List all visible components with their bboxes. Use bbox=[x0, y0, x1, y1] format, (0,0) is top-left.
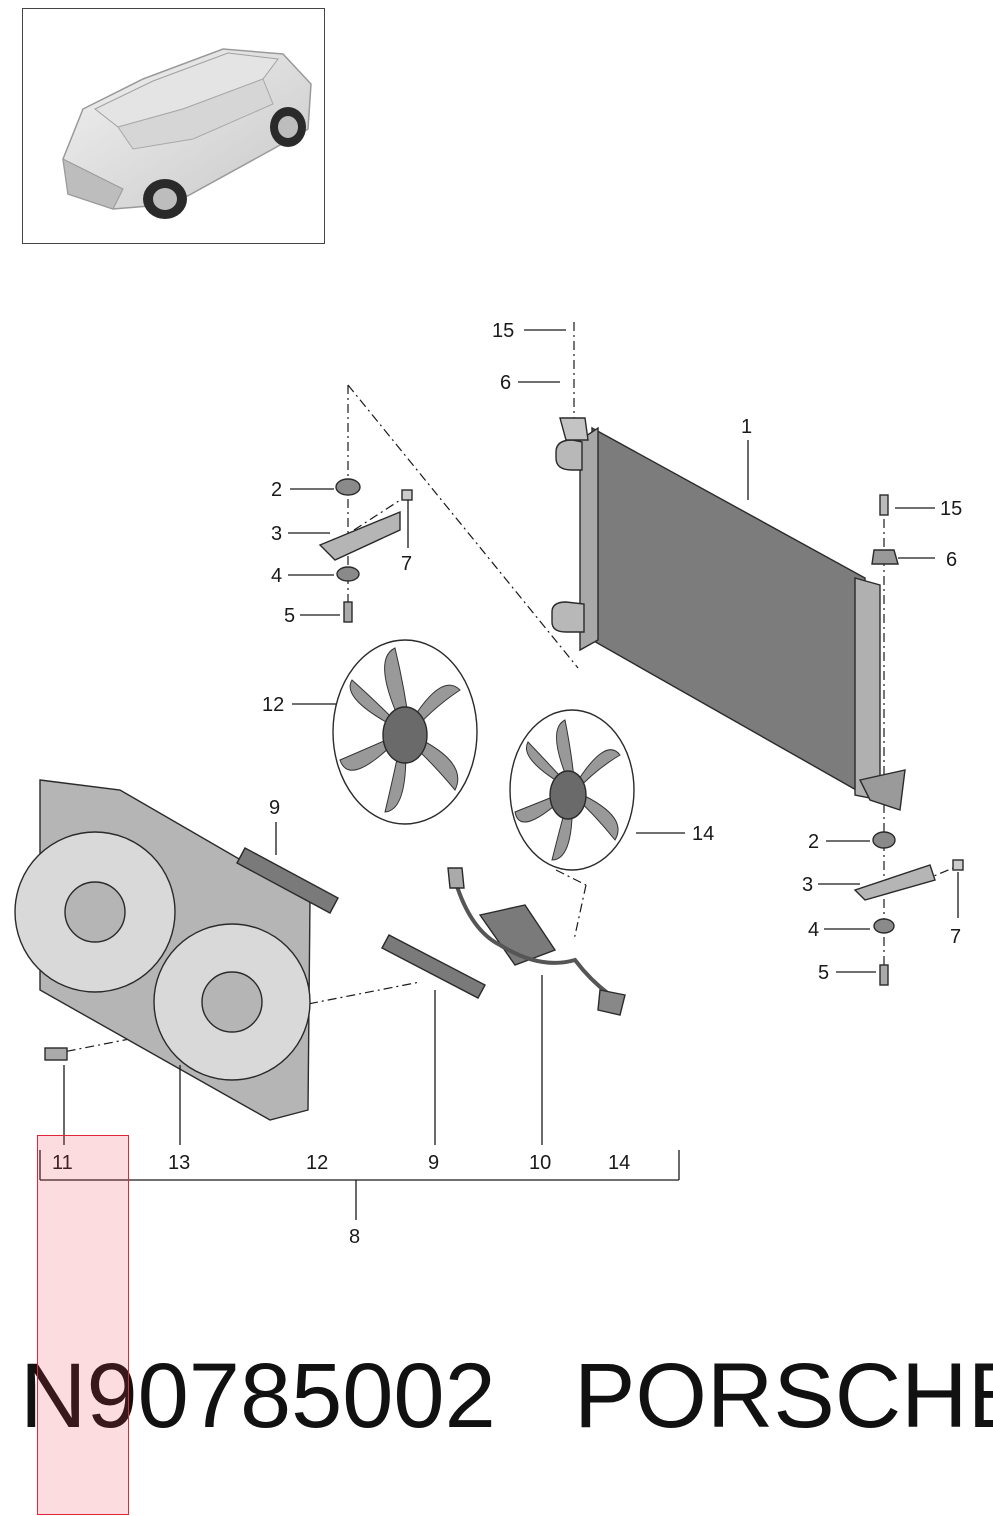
assembly-item-10: 10 bbox=[529, 1152, 551, 1174]
callout-15-right: 15 bbox=[940, 498, 962, 520]
callout-3-left: 3 bbox=[271, 523, 282, 545]
leader-lines bbox=[39, 329, 959, 1220]
fan-wheel-small bbox=[509, 709, 635, 871]
callout-5-left: 5 bbox=[284, 605, 295, 627]
assembly-group-label: 8 bbox=[349, 1226, 360, 1248]
callout-14: 14 bbox=[692, 823, 714, 845]
callout-7-right: 7 bbox=[950, 926, 961, 948]
callout-6-top: 6 bbox=[500, 372, 511, 394]
callout-7-left: 7 bbox=[401, 553, 412, 575]
callout-5-right: 5 bbox=[818, 962, 829, 984]
shroud-flaps bbox=[236, 847, 486, 999]
callout-9-top: 9 bbox=[269, 797, 280, 819]
vehicle-thumbnail bbox=[22, 8, 325, 244]
assembly-item-11: 11 bbox=[52, 1152, 73, 1174]
mount-hardware-right bbox=[853, 494, 964, 986]
callout-4-right: 4 bbox=[808, 919, 819, 941]
callout-2-left: 2 bbox=[271, 479, 282, 501]
callout-15-top: 15 bbox=[492, 320, 514, 342]
part-number: N90785002 bbox=[20, 1345, 496, 1447]
selection-highlight bbox=[37, 1135, 129, 1515]
alignment-lines bbox=[47, 322, 959, 1056]
bolt-11 bbox=[44, 1047, 68, 1061]
fan-control-unit bbox=[447, 867, 626, 1016]
mount-hardware-left bbox=[318, 478, 413, 623]
assembly-item-13: 13 bbox=[168, 1152, 190, 1174]
callout-2-right: 2 bbox=[808, 831, 819, 853]
fan-wheel-large bbox=[332, 639, 478, 825]
fan-shroud bbox=[14, 779, 311, 1121]
callout-6-right: 6 bbox=[946, 549, 957, 571]
assembly-item-12: 12 bbox=[306, 1152, 328, 1174]
callout-12: 12 bbox=[262, 694, 284, 716]
vehicle-suv-icon bbox=[62, 48, 312, 219]
radiator bbox=[551, 417, 906, 811]
assembly-item-9: 9 bbox=[428, 1152, 439, 1174]
assembly-item-14: 14 bbox=[608, 1152, 630, 1174]
callout-labels: 15 6 1 15 6 2 3 4 5 7 12 14 9 2 3 4 5 7 bbox=[262, 320, 962, 984]
callout-3-right: 3 bbox=[802, 874, 813, 896]
brand-name: PORSCHE bbox=[574, 1345, 993, 1447]
callout-4-left: 4 bbox=[271, 565, 282, 587]
assembly-bar: 11 13 12 9 10 14 8 bbox=[52, 1152, 630, 1248]
callout-1: 1 bbox=[741, 416, 752, 438]
